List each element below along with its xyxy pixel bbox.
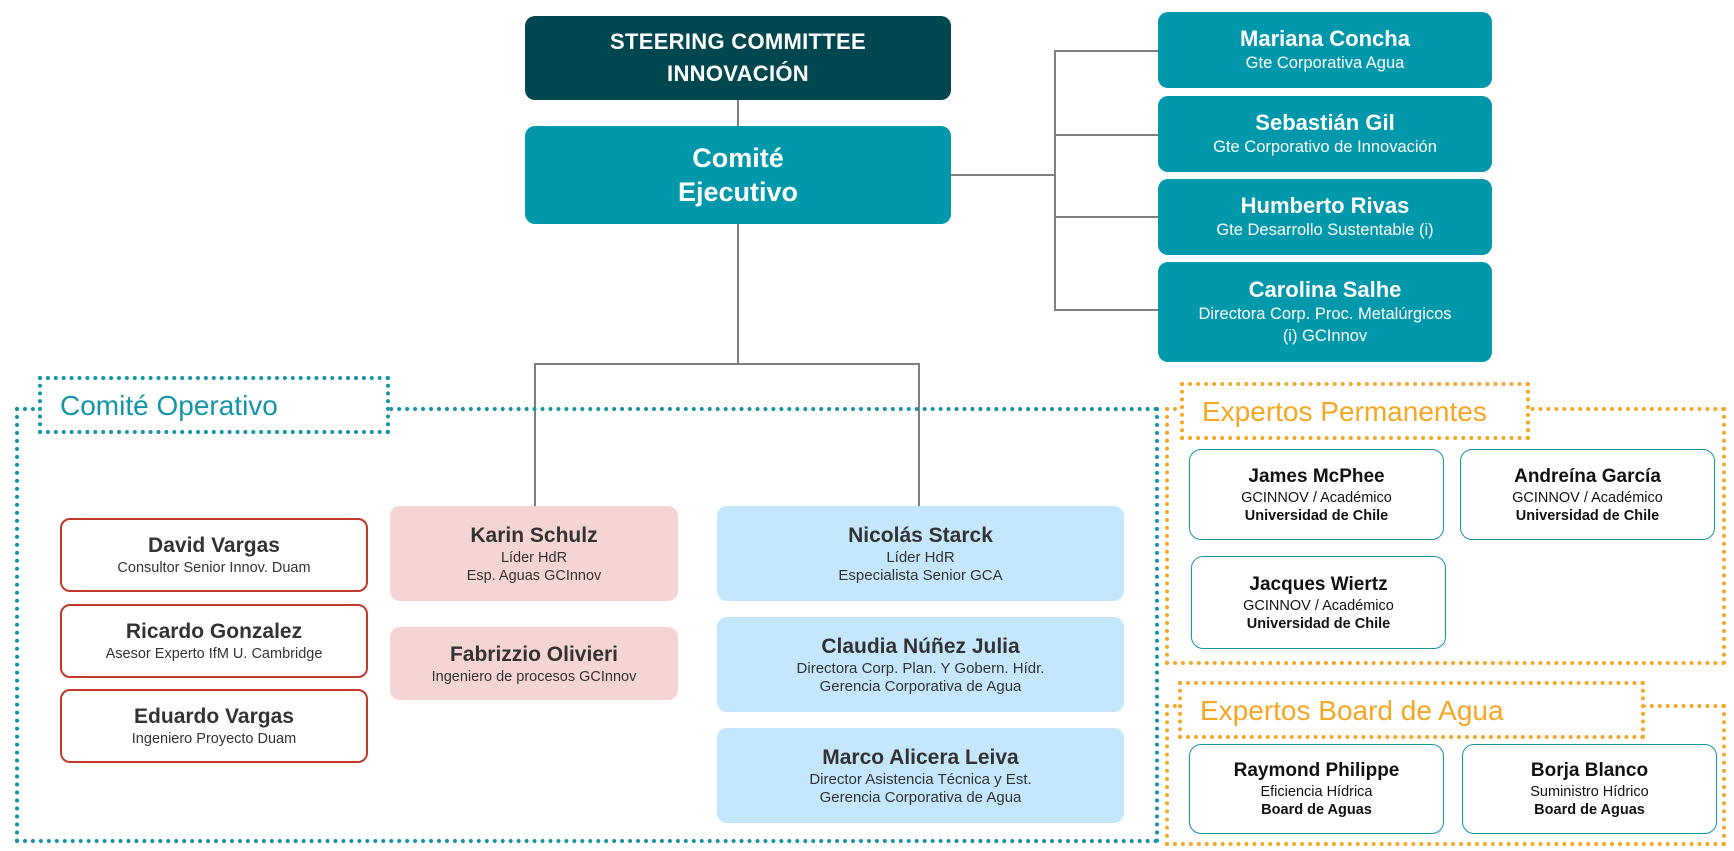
connector-member-4 [1054, 309, 1159, 311]
expert-box: Andreína García GCINNOV / Académico Univ… [1460, 449, 1715, 540]
expertos-board-label: Expertos Board de Agua [1178, 681, 1645, 739]
member-name: Carolina Salhe [1248, 277, 1402, 302]
expert-org: Board de Aguas [1534, 802, 1645, 818]
member-role: Gte Corporativa Agua [1245, 54, 1405, 72]
member-name: Sebastián Gil [1255, 110, 1395, 135]
consultant-box: David Vargas Consultor Senior Innov. Dua… [60, 518, 368, 592]
connector-member-2 [1054, 134, 1159, 136]
person-name: Claudia Núñez Julia [821, 634, 1020, 658]
person-role: Directora Corp. Plan. Y Gobern. Hídr. [796, 659, 1045, 677]
ejecutivo-title-line1: Comité [692, 143, 784, 173]
expert-name: Andreína García [1514, 465, 1661, 487]
gca-box: Nicolás Starck Líder HdR Especialista Se… [717, 506, 1124, 601]
comite-operativo-label: Comité Operativo [38, 376, 390, 434]
connector-horizontal-split [534, 363, 920, 365]
connector-ejecutivo-members [950, 174, 1054, 176]
expert-org: Universidad de Chile [1246, 615, 1391, 632]
expert-org: Universidad de Chile [1515, 507, 1660, 524]
member-role: (i) GCInnov [1282, 327, 1368, 345]
member-role: Directora Corp. Proc. Metalúrgicos [1198, 305, 1452, 323]
expert-org: Universidad de Chile [1244, 507, 1389, 524]
expert-box: James McPhee GCINNOV / Académico Univers… [1189, 449, 1444, 540]
connector-members-vertical [1054, 50, 1056, 310]
person-name: Fabrizzio Olivieri [449, 642, 619, 666]
gca-box: Marco Alicera Leiva Director Asistencia … [717, 728, 1124, 823]
expert-role: GCINNOV / Académico [1512, 489, 1663, 506]
expert-name: Borja Blanco [1530, 760, 1649, 781]
person-role: Especialista Senior GCA [838, 566, 1003, 584]
member-name: Mariana Concha [1240, 26, 1410, 51]
person-role: Consultor Senior Innov. Duam [117, 560, 311, 576]
person-role: Líder HdR [886, 548, 955, 566]
expert-role: Eficiencia Hídrica [1260, 784, 1373, 800]
expert-name: James McPhee [1248, 465, 1385, 487]
expert-name: Jacques Wiertz [1249, 573, 1388, 595]
expert-role: GCINNOV / Académico [1243, 597, 1394, 614]
member-box: Sebastián Gil Gte Corporativo de Innovac… [1158, 96, 1492, 172]
comite-operativo-region [15, 407, 1159, 843]
consultant-box: Eduardo Vargas Ingeniero Proyecto Duam [60, 689, 368, 763]
member-box: Humberto Rivas Gte Desarrollo Sustentabl… [1158, 179, 1492, 255]
connector-steering-ejecutivo [737, 99, 739, 127]
expert-box: Raymond Philippe Eficiencia Hídrica Boar… [1189, 744, 1444, 834]
expert-name: Raymond Philippe [1233, 760, 1400, 781]
connector-ejecutivo-down [737, 223, 739, 364]
connector-member-3 [1054, 216, 1159, 218]
gca-box: Claudia Núñez Julia Directora Corp. Plan… [717, 617, 1124, 712]
person-name: Eduardo Vargas [134, 705, 294, 728]
person-name: Ricardo Gonzalez [125, 620, 303, 643]
member-box: Carolina Salhe Directora Corp. Proc. Met… [1158, 262, 1492, 362]
ejecutivo-title-line2: Ejecutivo [677, 177, 799, 207]
person-role: Ingeniero Proyecto Duam [131, 731, 297, 747]
person-name: Nicolás Starck [848, 523, 993, 547]
connector-to-blue [918, 363, 920, 506]
steering-committee-box: STEERING COMMITTEE INNOVACIÓN [525, 16, 951, 100]
connector-member-1 [1054, 50, 1159, 52]
member-name: Humberto Rivas [1240, 193, 1410, 218]
person-role: Líder HdR [500, 549, 568, 566]
person-name: Marco Alicera Leiva [822, 745, 1019, 769]
member-box: Mariana Concha Gte Corporativa Agua [1158, 12, 1492, 88]
person-role: Gerencia Corporativa de Agua [819, 677, 1022, 695]
person-role: Gerencia Corporativa de Agua [819, 788, 1022, 806]
consultant-box: Ricardo Gonzalez Asesor Experto IfM U. C… [60, 604, 368, 678]
expertos-permanentes-label: Expertos Permanentes [1180, 382, 1530, 440]
person-role: Asesor Experto IfM U. Cambridge [105, 646, 323, 662]
person-name: David Vargas [148, 534, 280, 557]
steering-title-line1: STEERING COMMITTEE [610, 29, 866, 54]
person-role: Esp. Aguas GCInnov [466, 567, 602, 584]
person-name: Karin Schulz [470, 523, 598, 547]
gcinnov-box: Karin Schulz Líder HdR Esp. Aguas GCInno… [390, 506, 678, 601]
expert-box: Borja Blanco Suministro Hídrico Board de… [1462, 744, 1717, 834]
gcinnov-box: Fabrizzio Olivieri Ingeniero de procesos… [390, 627, 678, 700]
expert-box: Jacques Wiertz GCINNOV / Académico Unive… [1191, 556, 1446, 649]
expert-org: Board de Aguas [1261, 802, 1372, 818]
person-role: Director Asistencia Técnica y Est. [809, 770, 1032, 788]
comite-ejecutivo-box: Comité Ejecutivo [525, 126, 951, 224]
member-role: Gte Desarrollo Sustentable (i) [1216, 221, 1434, 239]
expert-role: Suministro Hídrico [1530, 784, 1649, 800]
person-role: Ingeniero de procesos GCInnov [431, 668, 637, 685]
connector-to-pink [534, 363, 536, 506]
member-role: Gte Corporativo de Innovación [1213, 138, 1437, 156]
expert-role: GCINNOV / Académico [1241, 489, 1392, 506]
steering-title-line2: INNOVACIÓN [667, 61, 809, 86]
